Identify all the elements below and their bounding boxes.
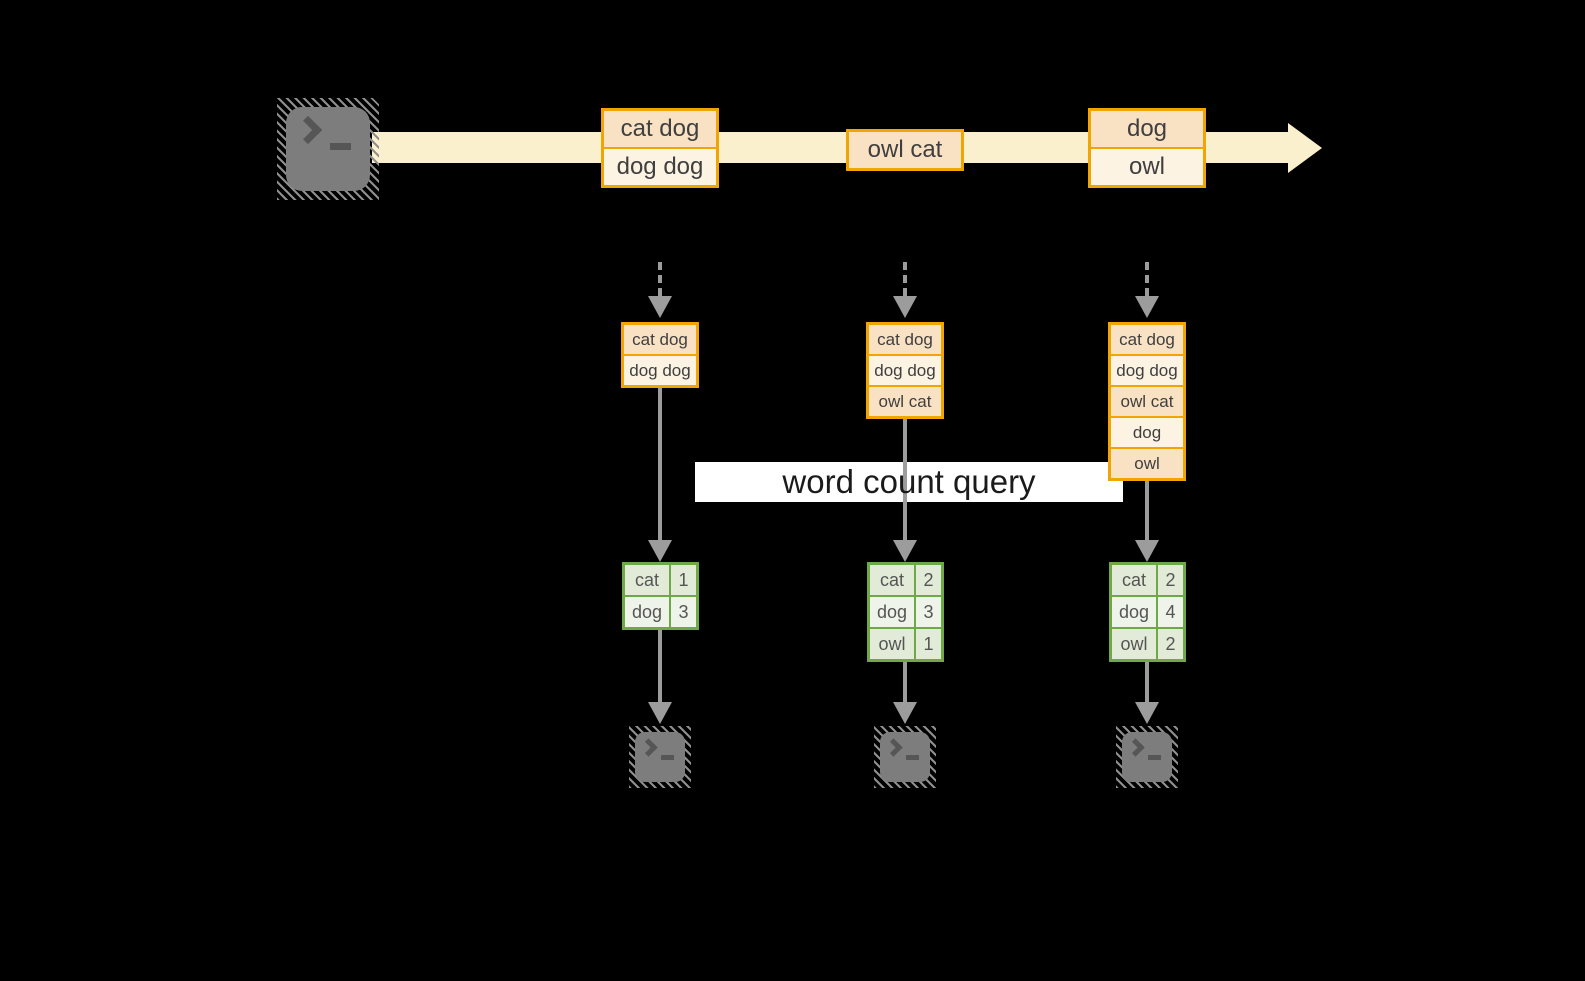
state-buffer-2: cat dog dog dog owl cat: [866, 322, 944, 419]
arrow-line: [903, 662, 907, 702]
count-word: dog: [1112, 597, 1156, 627]
arrow-line: [658, 630, 662, 702]
count-word: cat: [625, 565, 669, 595]
prompt-underscore-icon: [330, 143, 351, 150]
prompt-underscore-icon: [1148, 755, 1161, 760]
count-word: cat: [870, 565, 914, 595]
state-item: cat dog: [1111, 325, 1183, 354]
state-item: dog dog: [624, 354, 696, 385]
state-item: dog dog: [869, 354, 941, 385]
batch-item: dog dog: [604, 147, 716, 185]
count-word: owl: [1112, 629, 1156, 659]
batch-item: dog: [1091, 111, 1203, 147]
prompt-underscore-icon: [661, 755, 674, 760]
query-label: word count query: [782, 463, 1036, 500]
count-table-3: cat 2 dog 4 owl 2: [1109, 562, 1186, 662]
state-buffer-1: cat dog dog dog: [621, 322, 699, 388]
count-value: 2: [914, 565, 941, 595]
stream-batch-2: owl cat: [846, 129, 964, 171]
batch-item: owl: [1091, 147, 1203, 185]
table-row: cat 2: [1112, 565, 1183, 595]
arrow-line: [903, 419, 907, 542]
dashed-arrow-head: [1135, 296, 1159, 318]
arrow-head: [648, 702, 672, 724]
count-value: 3: [914, 597, 941, 627]
state-item: owl cat: [869, 385, 941, 416]
count-table-1: cat 1 dog 3: [622, 562, 699, 630]
arrow-head: [1135, 540, 1159, 562]
prompt-underscore-icon: [906, 755, 919, 760]
dashed-arrow-line: [1145, 262, 1149, 296]
arrow-head: [648, 540, 672, 562]
stream-batch-1: cat dog dog dog: [601, 108, 719, 188]
table-row: cat 2: [870, 565, 941, 595]
dashed-arrow-line: [658, 262, 662, 296]
count-value: 1: [669, 565, 696, 595]
sink-terminal-icon: [874, 726, 936, 788]
terminal-screen: [880, 732, 930, 782]
arrow-line: [1145, 662, 1149, 702]
stream-batch-3: dog owl: [1088, 108, 1206, 188]
dashed-arrow-head: [893, 296, 917, 318]
table-row: dog 3: [870, 595, 941, 627]
count-value: 3: [669, 597, 696, 627]
sink-terminal-icon: [1116, 726, 1178, 788]
dashed-arrow-line: [903, 262, 907, 296]
count-table-2: cat 2 dog 3 owl 1: [867, 562, 944, 662]
dashed-arrow-head: [648, 296, 672, 318]
state-item: dog dog: [1111, 354, 1183, 385]
stream-arrowhead: [1288, 123, 1322, 173]
table-row: dog 4: [1112, 595, 1183, 627]
count-word: dog: [870, 597, 914, 627]
arrow-head: [893, 540, 917, 562]
table-row: owl 1: [870, 627, 941, 659]
table-row: dog 3: [625, 595, 696, 627]
count-word: dog: [625, 597, 669, 627]
count-word: owl: [870, 629, 914, 659]
count-value: 2: [1156, 629, 1183, 659]
state-item: owl cat: [1111, 385, 1183, 416]
batch-item: cat dog: [604, 111, 716, 147]
terminal-screen: [635, 732, 685, 782]
terminal-screen: [286, 107, 370, 191]
arrow-line: [1145, 481, 1149, 542]
state-item: owl: [1111, 447, 1183, 478]
count-value: 2: [1156, 565, 1183, 595]
count-value: 1: [914, 629, 941, 659]
arrow-head: [1135, 702, 1159, 724]
table-row: owl 2: [1112, 627, 1183, 659]
source-terminal-icon: [277, 98, 379, 200]
query-label-band: [695, 462, 1123, 502]
sink-terminal-icon: [629, 726, 691, 788]
batch-item: owl cat: [849, 132, 961, 168]
state-buffer-3: cat dog dog dog owl cat dog owl: [1108, 322, 1186, 481]
terminal-screen: [1122, 732, 1172, 782]
table-row: cat 1: [625, 565, 696, 595]
arrow-line: [658, 388, 662, 542]
count-word: cat: [1112, 565, 1156, 595]
state-item: cat dog: [869, 325, 941, 354]
state-item: dog: [1111, 416, 1183, 447]
count-value: 4: [1156, 597, 1183, 627]
arrow-head: [893, 702, 917, 724]
state-item: cat dog: [624, 325, 696, 354]
